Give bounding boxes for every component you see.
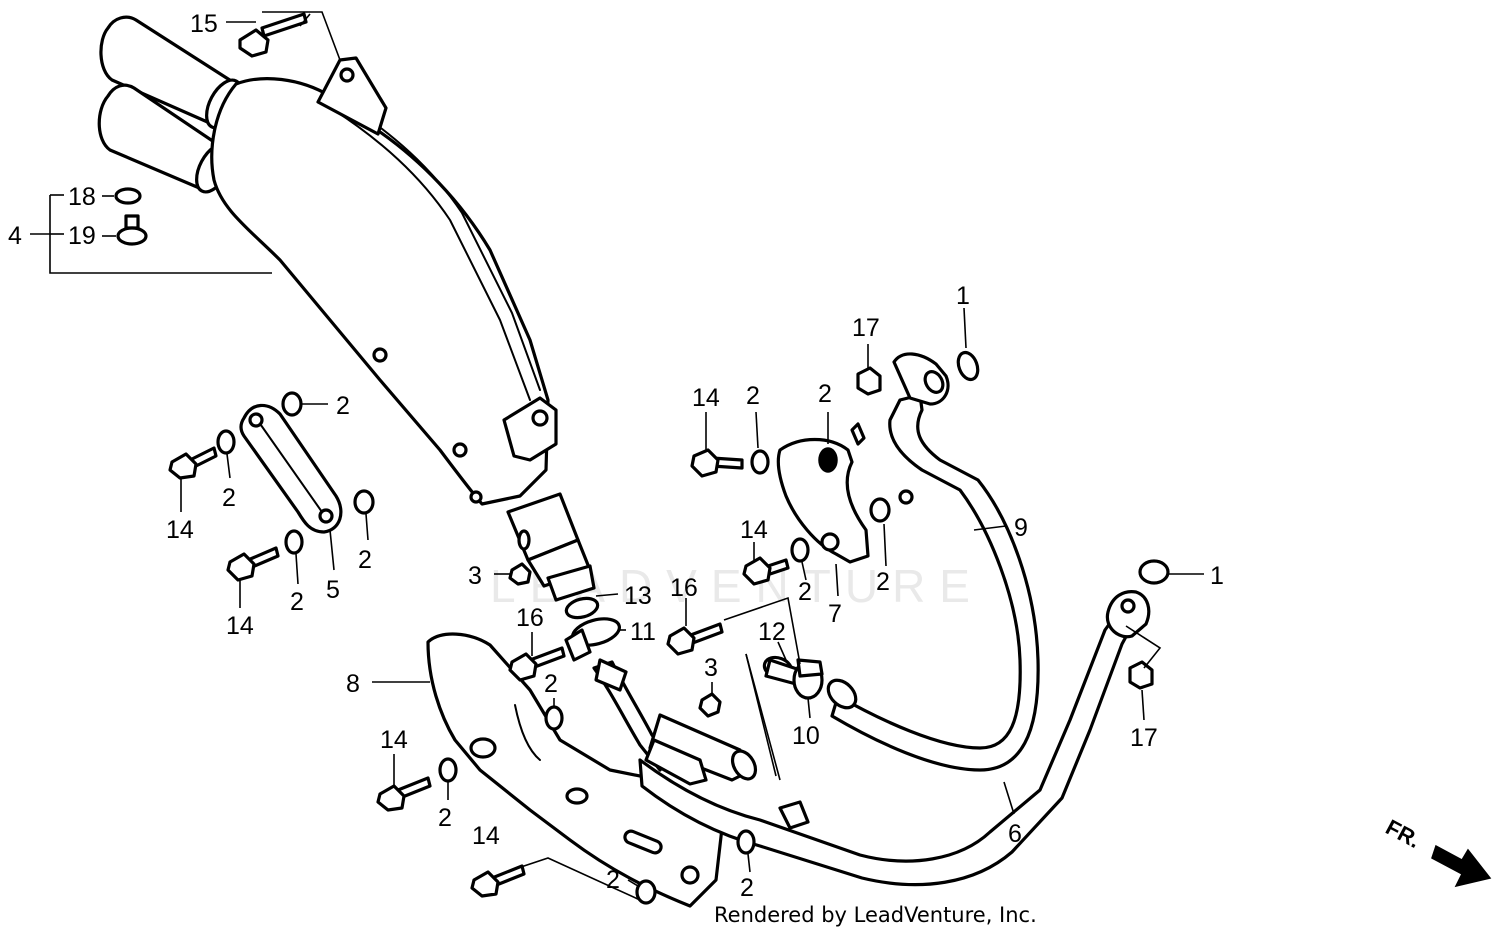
callout-2: 2 [438, 804, 452, 832]
nut-3-b [698, 692, 722, 718]
front-label: FR. [1382, 814, 1425, 853]
joint-gaskets [564, 596, 621, 662]
callout-3: 3 [704, 654, 718, 682]
nut-17-a [856, 366, 882, 396]
callout-2: 2 [222, 484, 236, 512]
bolt-14-e [690, 448, 744, 478]
nut-17-b [1128, 660, 1154, 690]
gasket-1-a [956, 350, 980, 382]
callout-13: 13 [624, 582, 652, 610]
callout-16: 16 [516, 604, 544, 632]
gasket-1-b [1138, 559, 1170, 585]
bolt-14-b [226, 546, 280, 582]
washer-18 [114, 187, 142, 205]
credit-text: Rendered by LeadVenture, Inc. [714, 903, 1037, 927]
exhaust-pipe-9 [826, 352, 1040, 772]
bolt-14-d [470, 864, 526, 898]
nut-3-a [508, 562, 532, 586]
grommet-19 [116, 214, 148, 246]
leader-lines [30, 11, 1204, 901]
callout-2: 2 [818, 380, 832, 408]
callout-12: 12 [758, 618, 786, 646]
callout-labels: 15 18 19 4 2 2 14 2 14 2 5 3 13 16 11 2 … [8, 10, 1224, 902]
bolt-14-a [168, 446, 218, 480]
callout-14: 14 [472, 822, 500, 850]
callout-15: 15 [190, 10, 218, 38]
callout-2: 2 [746, 382, 760, 410]
callout-14: 14 [380, 726, 408, 754]
callout-7: 7 [828, 600, 842, 628]
bolt-14-c [376, 776, 432, 812]
bolt-16-a [508, 646, 566, 682]
callout-2: 2 [740, 874, 754, 902]
callout-19: 19 [68, 222, 96, 250]
callout-14: 14 [692, 384, 720, 412]
callout-6: 6 [1008, 820, 1022, 848]
arrow-icon [1431, 844, 1492, 888]
pipe-protector-7 [776, 438, 870, 564]
bolt-15 [238, 12, 308, 58]
callout-1: 1 [956, 282, 970, 310]
callout-2: 2 [290, 588, 304, 616]
callout-2: 2 [876, 568, 890, 596]
callout-9: 9 [1014, 514, 1028, 542]
callout-17: 17 [852, 314, 880, 342]
callout-3: 3 [468, 562, 482, 590]
callout-2: 2 [336, 392, 350, 420]
callout-18: 18 [68, 183, 96, 211]
callout-2: 2 [358, 546, 372, 574]
callout-17: 17 [1130, 724, 1158, 752]
callout-14: 14 [166, 516, 194, 544]
bolt-14-f [742, 556, 790, 586]
callout-2: 2 [798, 578, 812, 606]
heat-shield [426, 632, 724, 908]
callout-5: 5 [326, 576, 340, 604]
callout-1: 1 [1210, 562, 1224, 590]
clamp-10-collar-12 [762, 655, 824, 700]
front-direction-arrow: FR. [1382, 814, 1492, 888]
callout-4: 4 [8, 222, 22, 250]
band-5 [239, 403, 343, 534]
fasteners [114, 12, 1170, 905]
callout-2: 2 [544, 670, 558, 698]
callout-14: 14 [226, 612, 254, 640]
callout-14: 14 [740, 516, 768, 544]
exhaust-pipe-6 [638, 590, 1151, 887]
callout-2: 2 [606, 866, 620, 894]
callout-10: 10 [792, 722, 820, 750]
callout-8: 8 [346, 670, 360, 698]
front-pipe-assembly [592, 658, 758, 786]
bolt-16-b [666, 622, 724, 656]
muffler [97, 15, 596, 602]
callout-11: 11 [630, 618, 656, 646]
callout-16: 16 [670, 574, 698, 602]
